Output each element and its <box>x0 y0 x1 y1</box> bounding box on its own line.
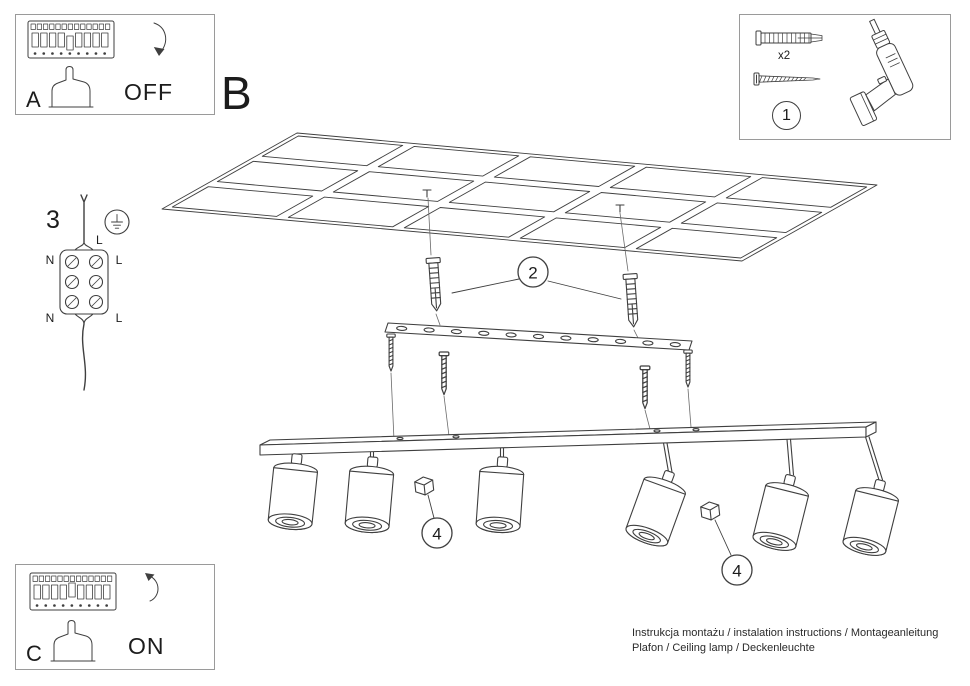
ceiling-fixing-point-icon <box>422 189 625 213</box>
lamp-bar-illustration <box>259 421 877 456</box>
drill-icon <box>849 18 914 126</box>
ground-symbol-icon <box>104 209 130 235</box>
spotlight-illustration <box>840 474 903 560</box>
panel-tools: x2 1 <box>739 14 951 140</box>
spotlight-illustration <box>475 454 526 535</box>
step-1-badge: 1 <box>772 101 801 130</box>
wiring-diagram: 3 L N <box>20 192 160 402</box>
step-4-badge-left: 4 <box>421 494 453 549</box>
step-4-number: 4 <box>432 525 441 544</box>
step-3-number: 3 <box>46 206 60 234</box>
mounting-screw-icon <box>386 333 396 372</box>
step-4-badge-right: 4 <box>714 519 753 586</box>
footer-line-2: Plafon / Ceiling lamp / Deckenleuchte <box>632 642 815 654</box>
live-label-top: L <box>116 253 123 267</box>
ceiling-grid-illustration <box>161 132 878 262</box>
step-2-badge: 2 <box>451 256 622 300</box>
mounting-screw-icon <box>639 365 651 410</box>
mounting-rail-illustration <box>384 322 693 351</box>
alignment-guide-lines <box>390 197 692 441</box>
section-b-label: B <box>221 67 252 119</box>
live-label-bottom: L <box>116 311 123 325</box>
flip-down-arrow-icon <box>153 22 167 56</box>
step-4-number: 4 <box>732 562 741 581</box>
wall-plug-icon <box>755 30 823 46</box>
neutral-label-top: N <box>46 253 55 267</box>
panel-power-on: C ON <box>15 564 215 670</box>
panel-c-label: C <box>26 641 42 666</box>
mounting-screw-icon <box>683 349 693 388</box>
footer-line-1: Instrukcja montażu / instalation instruc… <box>632 627 939 639</box>
breaker-panel-illustration <box>27 20 115 59</box>
neutral-label-bottom: N <box>46 311 55 325</box>
spotlight-illustration <box>266 451 320 533</box>
plug-quantity-label: x2 <box>778 50 791 62</box>
flip-up-arrow-icon <box>145 573 159 602</box>
wall-anchor-icon <box>622 272 642 328</box>
screw-icon <box>753 72 821 86</box>
power-off-label: OFF <box>124 79 173 105</box>
footer-text: Instrukcja montażu / instalation instruc… <box>632 626 938 656</box>
spotlight-illustration <box>750 469 813 555</box>
connector-cube-icon <box>413 475 435 497</box>
breaker-panel-illustration <box>29 572 117 611</box>
panel-a-label: A <box>26 87 41 112</box>
wall-anchor-icon <box>425 256 445 312</box>
panel-power-off: A OFF <box>15 14 215 115</box>
hand-icon <box>50 620 96 662</box>
hand-icon <box>48 66 94 108</box>
earth-wire-label: L <box>96 233 103 247</box>
power-on-label: ON <box>128 633 165 659</box>
spotlight-illustration <box>343 454 396 535</box>
step-2-number: 2 <box>528 264 537 283</box>
terminal-block-illustration <box>59 249 109 315</box>
connector-cube-icon <box>699 500 721 522</box>
spotlight-illustration <box>623 463 692 551</box>
mounting-screw-icon <box>438 351 450 396</box>
